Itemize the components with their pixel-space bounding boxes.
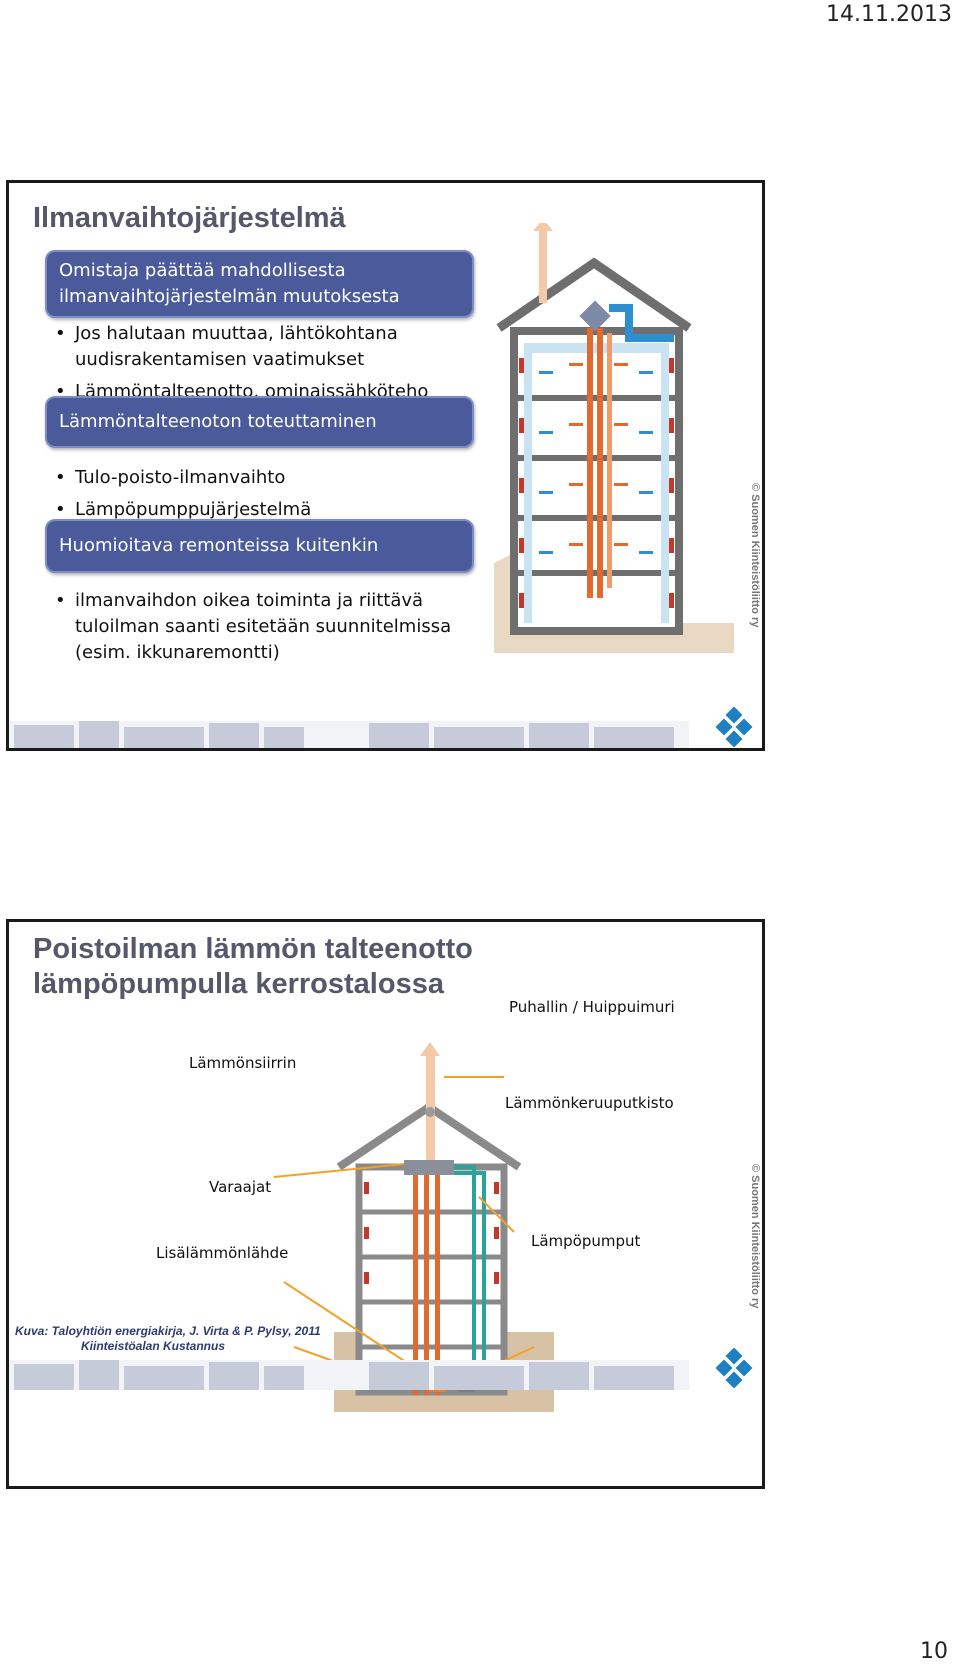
slide-title: Ilmanvaihtojärjestelmä xyxy=(33,202,346,234)
label-heat-pumps: Lämpöpumput xyxy=(531,1232,641,1250)
bullet-item: Lämpöpumppujärjestelmä xyxy=(49,497,479,523)
label-heat-exchanger: Lämmönsiirrin xyxy=(189,1054,297,1072)
bullet-list-3: ilmanvaihdon oikea toiminta ja riittävä … xyxy=(49,588,479,672)
bullet-item: ilmanvaihdon oikea toiminta ja riittävä … xyxy=(49,588,479,666)
image-credit-line-1: Kuva: Taloyhtiön energiakirja, J. Virta … xyxy=(15,1324,321,1338)
label-extra-heat-source: Lisälämmönlähde xyxy=(156,1244,289,1262)
image-credit-line-2: Kiinteistöalan Kustannus xyxy=(81,1339,226,1353)
ventilation-building-illustration xyxy=(494,223,734,653)
callout-box-owner: Omistaja päättää mahdollisesta ilmanvaih… xyxy=(45,250,474,318)
copyright-vertical: © Suomen Kiinteistöliitto ry xyxy=(749,483,761,628)
page-number: 10 xyxy=(920,1639,948,1664)
logo-icon xyxy=(715,707,753,747)
label-fan: Puhallin / Huippuimuri xyxy=(509,998,675,1016)
slide-ventilation-system: Ilmanvaihtojärjestelmä Omistaja päättää … xyxy=(6,180,765,751)
bullet-item: Jos halutaan muuttaa, lähtökohtana uudis… xyxy=(49,321,479,373)
callout-box-renovation: Huomioitava remonteissa kuitenkin xyxy=(45,519,474,573)
copyright-vertical: © Suomen Kiinteistöliitto ry xyxy=(749,1164,761,1309)
slide-title-line-2: lämpöpumpulla kerrostalossa xyxy=(33,968,444,1000)
slide-exhaust-heat-recovery: Poistoilman lämmön talteenotto lämpöpump… xyxy=(6,919,765,1489)
slide-title-line-1: Poistoilman lämmön talteenotto xyxy=(33,933,473,965)
label-storage-tanks: Varaajat xyxy=(209,1178,272,1196)
logo-icon xyxy=(715,1348,753,1388)
footer-skyline-decoration xyxy=(9,721,689,748)
callout-box-heat-recovery: Lämmöntalteenoton toteuttaminen xyxy=(45,396,474,448)
bullet-item: Tulo-poisto-ilmanvaihto xyxy=(49,465,479,491)
header-date: 14.11.2013 xyxy=(826,2,952,27)
bullet-list-2: Tulo-poisto-ilmanvaihto Lämpöpumppujärje… xyxy=(49,465,479,529)
label-collector-piping: Lämmönkeruuputkisto xyxy=(505,1094,674,1112)
footer-skyline-decoration xyxy=(9,1360,689,1390)
